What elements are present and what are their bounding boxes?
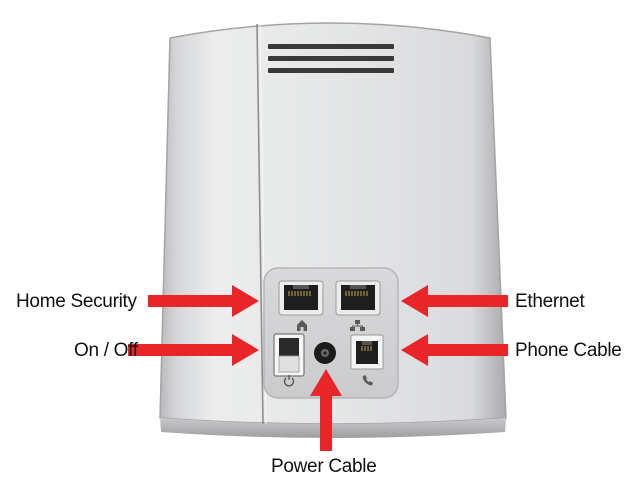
ethernet-port[interactable]	[335, 280, 381, 316]
arrow-phone-cable	[401, 334, 508, 366]
power-jack[interactable]	[314, 342, 336, 364]
arrow-on-off	[128, 334, 259, 366]
label-phone-cable: Phone Cable	[515, 340, 622, 361]
label-on-off: On / Off	[74, 340, 138, 361]
network-icon	[350, 320, 365, 331]
arrow-ethernet	[401, 285, 508, 317]
arrow-power-cable	[310, 369, 342, 451]
home-security-port[interactable]	[278, 280, 324, 316]
power-switch[interactable]	[273, 333, 305, 377]
label-ethernet: Ethernet	[515, 291, 585, 312]
vent-grille	[268, 44, 394, 73]
phone-icon	[362, 375, 373, 386]
house-icon	[297, 320, 307, 331]
arrow-home-security	[148, 285, 259, 317]
label-power-cable: Power Cable	[271, 456, 377, 477]
device-body	[159, 22, 507, 438]
phone-port[interactable]	[350, 334, 384, 370]
label-home-security: Home Security	[16, 291, 137, 312]
power-icon	[283, 375, 295, 387]
